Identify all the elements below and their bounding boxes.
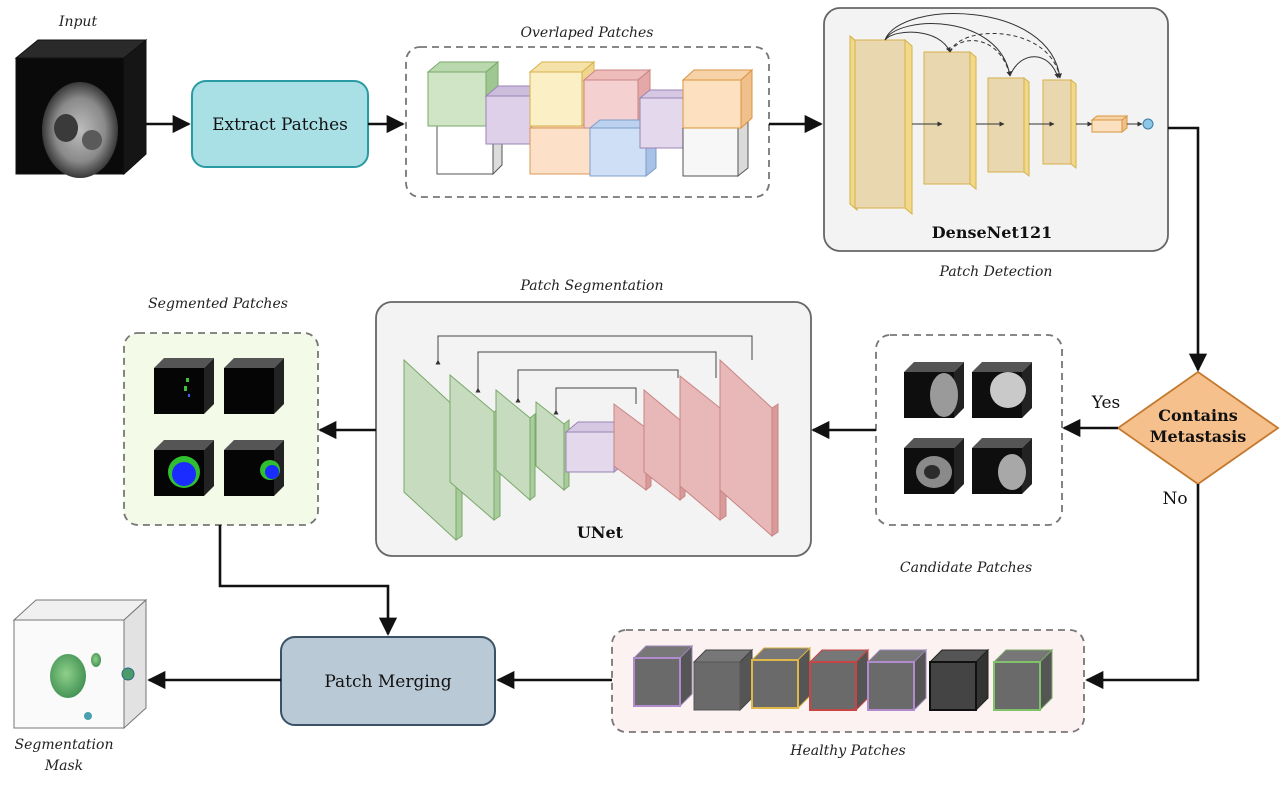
unet-decoder-layers xyxy=(613,358,779,538)
healthy-patch-cubes xyxy=(632,644,1054,712)
healthy-patches-caption: Healthy Patches xyxy=(789,743,905,759)
patch-merging-label: Patch Merging xyxy=(324,672,451,692)
candidate-patches-caption: Candidate Patches xyxy=(900,560,1032,576)
segmented-patches-box xyxy=(123,332,319,526)
arrow-no-to-healthy xyxy=(1085,484,1200,690)
patch-segmentation-caption: Patch Segmentation xyxy=(519,278,663,294)
arrow-densenet-to-decision xyxy=(1168,126,1208,372)
flow-arrows xyxy=(146,114,1208,690)
overlapped-patches-caption: Overlaped Patches xyxy=(521,25,654,41)
extract-patches-label: Extract Patches xyxy=(212,115,348,135)
unet-encoder-layers xyxy=(403,358,570,542)
patch-merging-node: Patch Merging xyxy=(280,636,496,726)
segmented-patches-caption: Segmented Patches xyxy=(148,296,288,312)
yes-edge-label: Yes xyxy=(1091,393,1121,413)
segmentation-mask-caption-line1: Segmentation xyxy=(15,737,114,753)
segmented-patch-cubes xyxy=(154,358,284,496)
unet-label: UNet xyxy=(577,523,624,542)
candidate-patch-cubes xyxy=(904,362,1032,494)
segmentation-mask-caption-line2: Mask xyxy=(44,758,83,774)
input-mri-volume xyxy=(14,38,148,178)
densenet-layers xyxy=(849,34,1154,216)
extract-patches-node: Extract Patches xyxy=(191,80,369,168)
densenet-connections xyxy=(884,13,1143,127)
decision-label-line2: Metastasis xyxy=(1150,427,1247,446)
patch-detection-caption: Patch Detection xyxy=(939,264,1053,280)
segmentation-mask-volume xyxy=(12,598,148,730)
overlapped-patch-cubes xyxy=(426,60,754,178)
densenet-label: DenseNet121 xyxy=(932,223,1052,242)
no-edge-label: No xyxy=(1162,489,1187,509)
contains-metastasis-decision: Contains Metastasis xyxy=(1116,370,1280,486)
input-caption: Input xyxy=(58,14,98,30)
arrow-segmented-to-merging xyxy=(218,525,398,636)
decision-label-line1: Contains xyxy=(1158,406,1238,425)
candidate-patches-box xyxy=(875,334,1063,526)
unet-skip-connections xyxy=(435,335,753,415)
